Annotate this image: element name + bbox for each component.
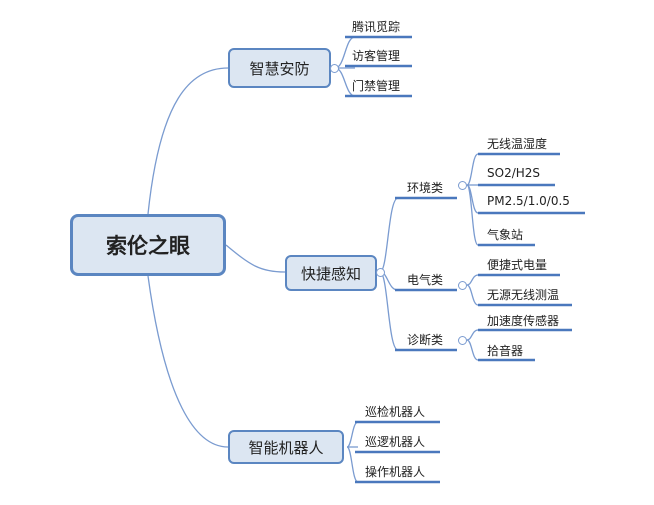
collapse-icon[interactable] xyxy=(376,268,385,277)
leaf-node[interactable]: 腾讯觅踪 xyxy=(352,20,401,34)
branch-node-security[interactable]: 智慧安防 xyxy=(228,48,331,88)
branch-node-robots[interactable]: 智能机器人 xyxy=(228,430,344,464)
collapse-icon[interactable] xyxy=(458,336,467,345)
leaf-node[interactable]: 气象站 xyxy=(487,228,524,242)
leaf-node[interactable]: 巡检机器人 xyxy=(365,405,426,419)
leaf-node[interactable]: 访客管理 xyxy=(352,49,401,63)
leaf-node[interactable]: 便捷式电量 xyxy=(487,258,548,272)
leaf-node[interactable]: 加速度传感器 xyxy=(487,314,560,328)
leaf-node[interactable]: 巡逻机器人 xyxy=(365,435,426,449)
leaf-node[interactable]: 无线温湿度 xyxy=(487,137,548,151)
leaf-node[interactable]: 门禁管理 xyxy=(352,79,401,93)
collapse-icon[interactable] xyxy=(330,64,339,73)
root-node[interactable]: 索伦之眼 xyxy=(70,214,226,276)
leaf-node[interactable]: 操作机器人 xyxy=(365,465,426,479)
collapse-icon[interactable] xyxy=(458,181,467,190)
branch-node-sensing[interactable]: 快捷感知 xyxy=(285,255,377,291)
category-node[interactable]: 电气类 xyxy=(407,273,444,287)
category-node[interactable]: 环境类 xyxy=(407,181,444,195)
leaf-node[interactable]: 无源无线测温 xyxy=(487,288,560,302)
leaf-node[interactable]: 拾音器 xyxy=(487,344,524,358)
leaf-node[interactable]: SO2/H2S xyxy=(487,166,541,180)
category-node[interactable]: 诊断类 xyxy=(407,333,444,347)
collapse-icon[interactable] xyxy=(458,281,467,290)
leaf-node[interactable]: PM2.5/1.0/0.5 xyxy=(487,194,570,208)
